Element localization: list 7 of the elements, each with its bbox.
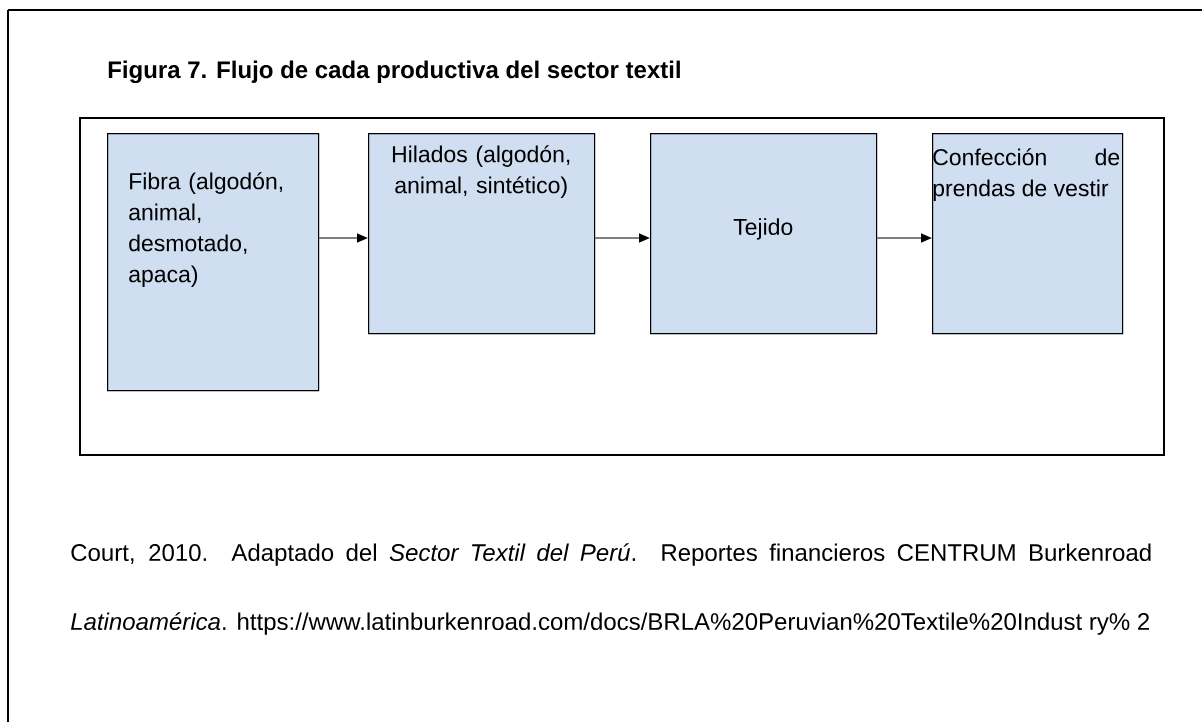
process-box: Confección de prendas de vestir: [932, 133, 1124, 335]
source-note: Court, 2010. Adaptado del Sector Textil del Perú. Reportes financieros CENTRUM Burkenroad Latinoamérica. https://www.latinburkenroad.com/docs/BRLA%20Peruvian%20Textile%20Indust ry% 2: [70, 543, 1151, 635]
process-box: Fibra (algodón, animal, desmotado, apaca): [107, 133, 320, 392]
arrow: [318, 233, 368, 243]
figure-title: Figura 7. Flujo de cada productiva del sector textil: [108, 60, 680, 84]
process-box: Hilados (algodón, animal, sintético): [368, 133, 596, 335]
process-box: Tejido: [650, 133, 878, 335]
